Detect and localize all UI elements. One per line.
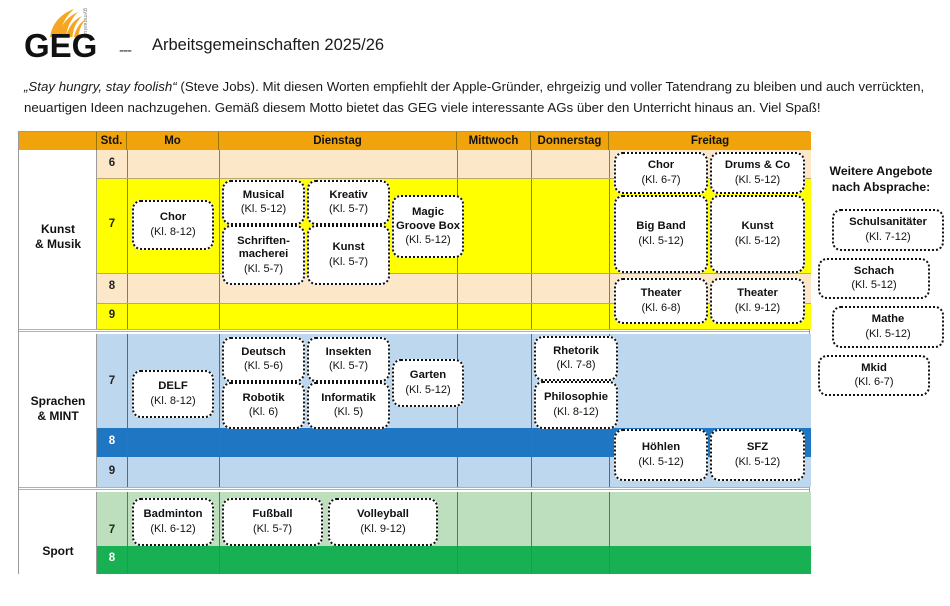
table-header-corner [19, 132, 97, 150]
col-sep-di-sprachen [457, 334, 458, 487]
ag-card-informatik[interactable]: Informatik (Kl. 5) [307, 382, 390, 429]
std-kunst-8: 8 [108, 280, 116, 292]
ag-schedule-table: Std. Mo Dienstag Mittwoch Donnerstag Fre… [18, 131, 811, 574]
table-header-dienstag: Dienstag [219, 132, 457, 150]
intro-paragraph: „Stay hungry, stay foolish“ (Steve Jobs)… [24, 76, 930, 118]
row-band-sport-7 [97, 492, 811, 546]
intro-quote: „Stay hungry, stay foolish“ [24, 79, 177, 94]
section-label-sprachen: Sprachen& MINT [30, 394, 86, 423]
col-sep-do-kunst [609, 150, 610, 329]
table-header-freitag: Freitag [609, 132, 811, 150]
std-sprachen-9: 9 [108, 465, 116, 477]
card-title-l1: Schriften- [237, 234, 290, 247]
section-label-sport: Sport [42, 544, 74, 558]
table-header-mo: Mo [127, 132, 219, 150]
rowline-kunst-8-9 [97, 303, 811, 304]
rowline-kunst-6-7 [97, 178, 811, 179]
ag-card-volleyball[interactable]: Volleyball (Kl. 9-12) [328, 498, 438, 546]
rowline-kunst-7-8 [97, 273, 811, 274]
intro-rest: (Steve Jobs). Mit diesen Worten empfiehl… [24, 79, 925, 115]
ag-card-kreativ[interactable]: Kreativ (Kl. 5-7) [307, 180, 390, 225]
ag-card-deutsch[interactable]: Deutsch (Kl. 5-6) [222, 337, 305, 382]
std-sprachen-8: 8 [108, 435, 116, 447]
ag-card-musical[interactable]: Musical (Kl. 5-12) [222, 180, 305, 225]
ag-card-delf[interactable]: DELF (Kl. 8-12) [132, 370, 214, 418]
col-sep-mo-kunst [219, 150, 220, 329]
col-sep-std-sport [127, 492, 128, 574]
std-kunst-9: 9 [108, 309, 116, 321]
col-sep-std-sprachen [127, 334, 128, 487]
header-separator: --- [119, 42, 132, 59]
std-sprachen-7: 7 [108, 375, 116, 387]
card-title-l2: Groove Box [395, 219, 461, 232]
section-divider-1 [19, 329, 809, 332]
ag-card-drums-co[interactable]: Drums & Co (Kl. 5-12) [710, 152, 805, 194]
std-sport-7: 7 [108, 524, 116, 536]
std-kunst-6: 6 [108, 157, 116, 169]
ag-card-big-band[interactable]: Big Band (Kl. 5-12) [614, 195, 708, 273]
ag-card-rhetorik[interactable]: Rhetorik (Kl. 7-8) [534, 336, 618, 381]
ag-card-insekten[interactable]: Insekten (Kl. 5-7) [307, 337, 390, 382]
ag-card-hoehlen[interactable]: Höhlen (Kl. 5-12) [614, 429, 708, 481]
ag-card-badminton[interactable]: Badminton (Kl. 6-12) [132, 498, 214, 546]
ag-card-sfz[interactable]: SFZ (Kl. 5-12) [710, 429, 805, 481]
table-header-mittwoch: Mittwoch [457, 132, 531, 150]
ag-card-chor-mo[interactable]: Chor (Kl. 8-12) [132, 200, 214, 250]
col-sep-std-kunst [127, 150, 128, 329]
table-header-donnerstag: Donnerstag [531, 132, 609, 150]
ag-card-robotik[interactable]: Robotik (Kl. 6) [222, 382, 305, 429]
page-header: gymnasium GEG --- Arbeitsgemeinschaften … [24, 6, 924, 64]
ag-card-fussball[interactable]: Fußball (Kl. 5-7) [222, 498, 323, 546]
table-header-std: Std. [97, 132, 127, 150]
geg-logo: gymnasium GEG [24, 6, 104, 62]
section-label-kunst: Kunst& Musik [34, 222, 81, 251]
section-divider-2 [19, 487, 809, 490]
row-band-sport-8 [97, 546, 811, 574]
col-sep-do-sport [609, 492, 610, 574]
ag-card-magic-groove-box[interactable]: Magic Groove Box (Kl. 5-12) [392, 195, 464, 258]
card-title-l2: macherei [238, 248, 289, 260]
std-kunst-7: 7 [108, 218, 116, 230]
ag-card-theater-912[interactable]: Theater (Kl. 9-12) [710, 278, 805, 324]
ag-card-garten[interactable]: Garten (Kl. 5-12) [392, 359, 464, 407]
col-sep-mi-kunst [531, 150, 532, 329]
aside-card-mathe[interactable]: Mathe (Kl. 5-12) [832, 306, 944, 348]
logo-wordmark: GEG [24, 27, 98, 64]
std-sport-8: 8 [108, 552, 116, 564]
col-sep-di-sport [457, 492, 458, 574]
ag-card-theater-68[interactable]: Theater (Kl. 6-8) [614, 278, 708, 324]
ag-card-chor-fr[interactable]: Chor (Kl. 6-7) [614, 152, 708, 194]
section-label-cell-sprachen [19, 334, 97, 487]
section-label-cell-kunst [19, 150, 97, 329]
ag-card-philosophie[interactable]: Philosophie (Kl. 8-12) [534, 381, 618, 429]
section-label-cell-sport [19, 492, 97, 574]
aside-card-schulsanitaeter[interactable]: Schulsanitäter (Kl. 7-12) [832, 209, 944, 251]
ag-card-kunst-di[interactable]: Kunst (Kl. 5-7) [307, 225, 390, 285]
col-sep-mo-sport [219, 492, 220, 574]
ag-card-schriftenmacherei[interactable]: Schriften- macherei (Kl. 5-7) [222, 225, 305, 285]
aside-card-mkid[interactable]: Mkid (Kl. 6-7) [818, 354, 930, 396]
aside-card-schach[interactable]: Schach (Kl. 5-12) [818, 257, 930, 299]
ag-card-kunst-fr[interactable]: Kunst (Kl. 5-12) [710, 195, 805, 273]
logo-flame-icon [50, 9, 86, 37]
col-sep-mi-sprachen [531, 334, 532, 487]
col-sep-mo-sprachen [219, 334, 220, 487]
page-title: Arbeitsgemeinschaften 2025/26 [152, 36, 385, 54]
card-title-l1: Magic [411, 206, 444, 218]
col-sep-mi-sport [531, 492, 532, 574]
